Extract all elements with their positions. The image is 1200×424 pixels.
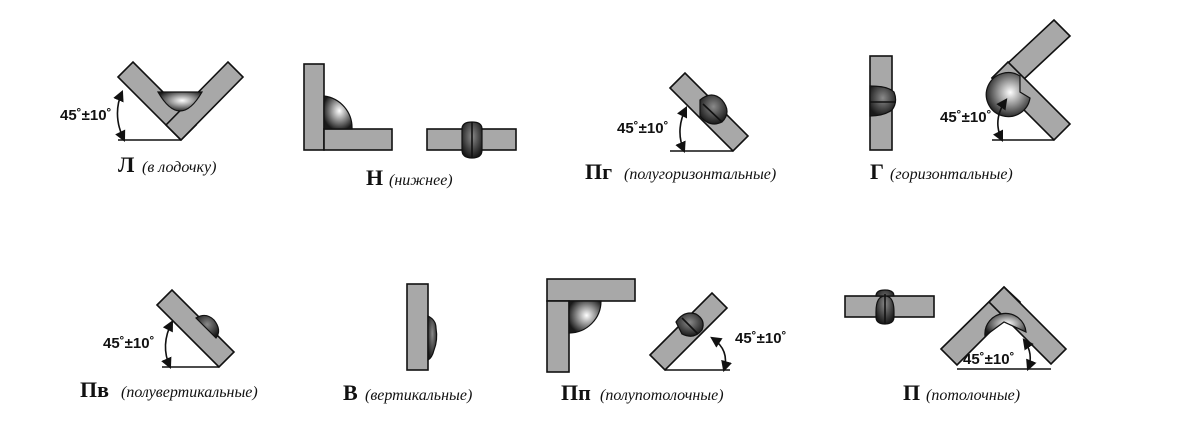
position-P-group: 45˚±10˚ П (потолочные) <box>844 285 1068 405</box>
position-Pg-group: 45˚±10˚ Пг (полугоризонтальные) <box>585 71 776 184</box>
position-L-figure <box>113 60 245 143</box>
position-desc-Pv: (полувертикальные) <box>121 384 258 401</box>
position-Pp-group: 45˚±10˚ Пп (полупотолочные) <box>546 278 787 405</box>
position-code-L: Л <box>118 152 135 177</box>
position-code-P: П <box>903 380 920 405</box>
position-code-Pg: Пг <box>585 159 612 184</box>
position-desc-Pg: (полугоризонтальные) <box>624 166 776 183</box>
angle-label-Pv: 45˚±10˚ <box>103 335 155 352</box>
angle-label-G: 45˚±10˚ <box>940 109 992 126</box>
position-code-Pp: Пп <box>561 380 591 405</box>
angle-label-Pp: 45˚±10˚ <box>735 330 787 347</box>
angle-label-Pg: 45˚±10˚ <box>617 120 669 137</box>
position-P-figure <box>844 285 1068 372</box>
weld-bead-icon <box>323 95 353 130</box>
position-G-figure <box>869 18 1072 151</box>
position-code-N: Н <box>366 165 383 190</box>
position-V-figure <box>406 283 438 371</box>
position-Pv-group: 45˚±10˚ Пв (полувертикальные) <box>80 288 258 402</box>
position-desc-L: (в лодочку) <box>142 159 216 176</box>
position-desc-G: (горизонтальные) <box>890 166 1013 183</box>
position-desc-Pp: (полупотолочные) <box>600 387 724 404</box>
position-code-G: Г <box>870 159 884 184</box>
weld-bead-icon <box>156 91 204 112</box>
position-code-V: В <box>343 380 358 405</box>
position-code-Pv: Пв <box>80 377 109 402</box>
weld-bead-icon <box>568 300 602 334</box>
position-N-group: Н (нижнее) <box>303 63 517 190</box>
weld-bead-icon <box>699 94 728 125</box>
weld-bead-icon <box>427 315 438 361</box>
position-Pg-figure <box>668 71 750 154</box>
position-G-group: 45˚±10˚ Г (горизонтальные) <box>869 18 1072 184</box>
weld-bead-icon <box>984 312 1027 338</box>
position-V-group: В (вертикальные) <box>343 283 472 405</box>
angle-label-L: 45˚±10˚ <box>60 107 112 124</box>
position-Pp-figure <box>546 278 732 373</box>
angle-label-P: 45˚±10˚ <box>963 351 1015 368</box>
position-desc-V: (вертикальные) <box>365 387 472 404</box>
position-N-figure <box>303 63 517 159</box>
position-L-group: 45˚±10˚ Л (в лодочку) <box>60 60 245 177</box>
position-Pv-figure <box>155 288 236 370</box>
position-desc-P: (потолочные) <box>926 387 1020 404</box>
weld-bead-icon <box>195 314 220 339</box>
position-desc-N: (нижнее) <box>389 172 453 189</box>
